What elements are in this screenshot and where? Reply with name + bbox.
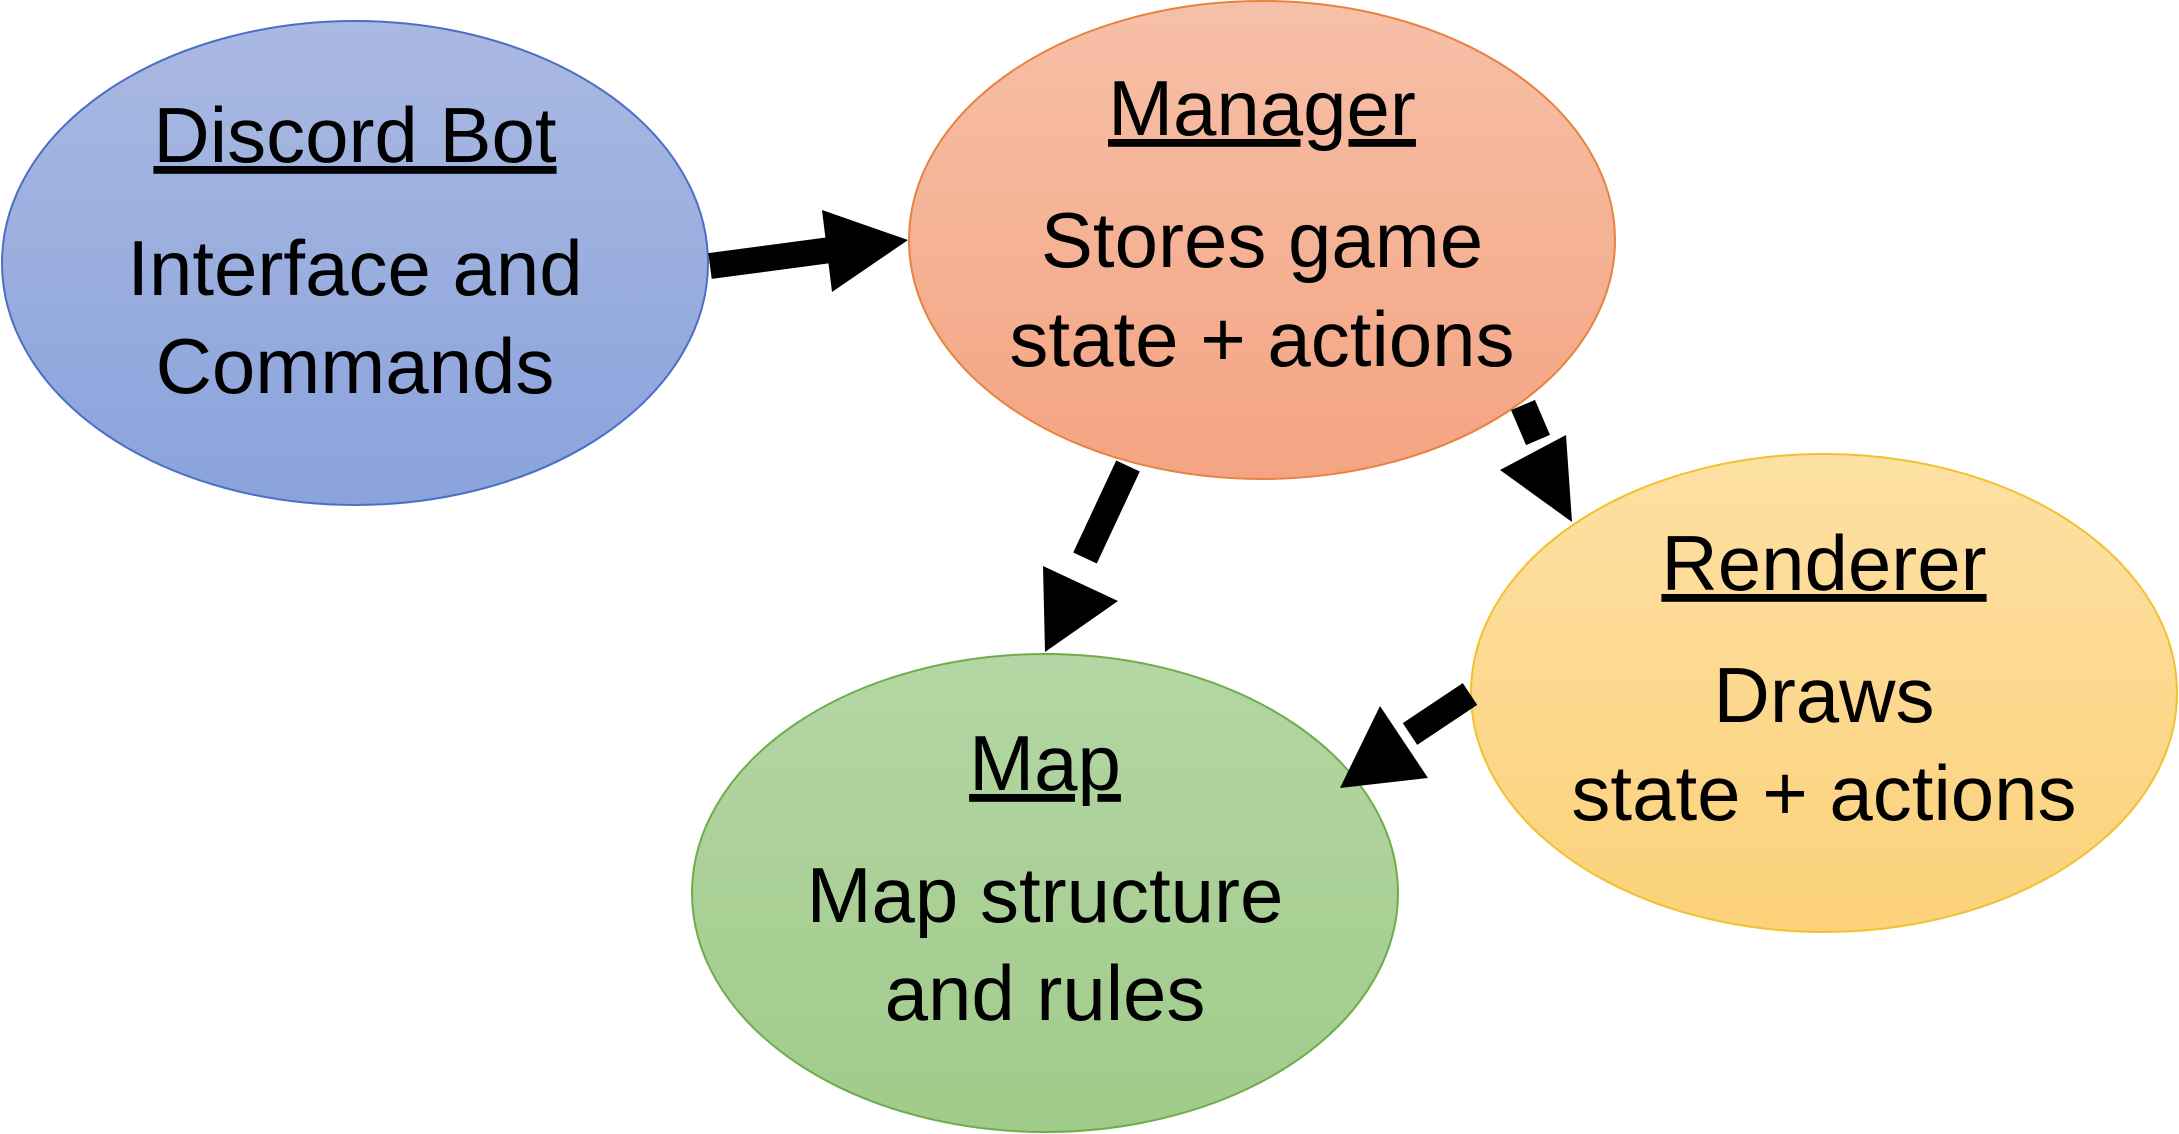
edge-manager-to-renderer (1500, 399, 1572, 522)
arrow-head (1500, 435, 1572, 522)
map-desc-line1: Map structure (807, 851, 1284, 939)
arrow-head (1043, 566, 1118, 652)
edge-manager-to-map (1043, 460, 1140, 652)
node-manager: Manager Stores game state + actions (908, 0, 1616, 480)
node-map: Map Map structure and rules (691, 653, 1399, 1133)
map-desc-line2: and rules (885, 949, 1206, 1037)
arrow-head (1340, 706, 1428, 788)
arrow-shaft (1402, 683, 1478, 745)
manager-desc-line1: Stores game (1041, 196, 1483, 284)
map-ellipse (691, 653, 1399, 1133)
renderer-ellipse (1470, 453, 2178, 933)
discord-bot-title: Discord Bot (153, 91, 556, 179)
discord-bot-desc-line2: Commands (156, 322, 555, 410)
edge-renderer-to-map (1340, 683, 1478, 788)
arrow-shaft (1073, 460, 1140, 564)
arrow-head (822, 210, 908, 292)
node-renderer: Renderer Draws state + actions (1470, 453, 2178, 933)
manager-ellipse (908, 0, 1616, 480)
discord-bot-ellipse (1, 20, 709, 506)
manager-desc-line2: state + actions (1009, 295, 1514, 383)
edge-discord-bot-to-manager (708, 210, 908, 292)
node-discord-bot: Discord Bot Interface and Commands (1, 20, 709, 506)
renderer-desc-line1: Draws (1713, 651, 1934, 739)
arrow-shaft (1511, 399, 1550, 446)
renderer-desc-line2: state + actions (1571, 749, 2076, 837)
map-title: Map (969, 719, 1121, 807)
renderer-title: Renderer (1661, 519, 1986, 607)
arrow-shaft (708, 236, 840, 279)
discord-bot-desc-line1: Interface and (127, 224, 582, 312)
manager-title: Manager (1108, 64, 1416, 152)
